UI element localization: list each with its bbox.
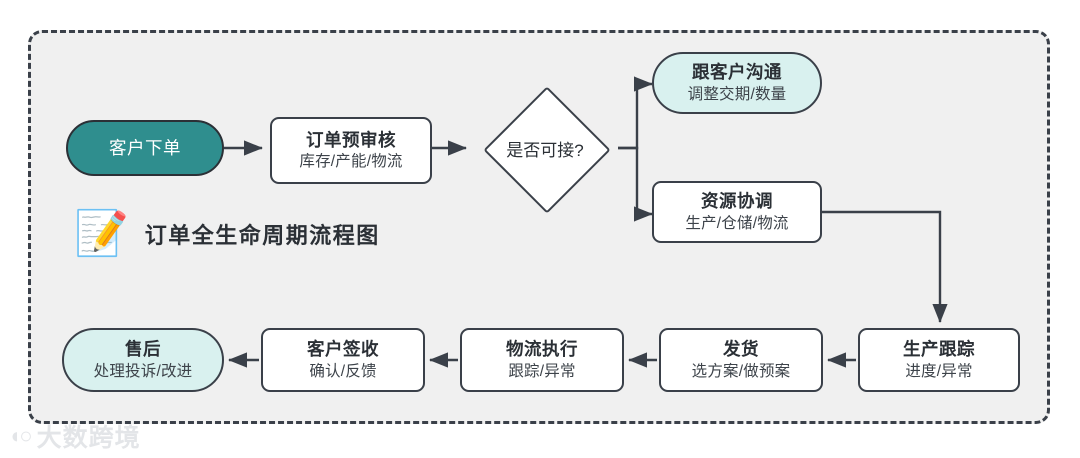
page-title: 订单全生命周期流程图 [144,223,380,248]
watermark-text: 大数跨境 [36,424,141,452]
brand-logo-icon: ◖○ [8,423,33,448]
node-communicate[interactable]: 跟客户沟通 调整交期/数量 [652,52,822,114]
node-logistics-sub: 跟踪/异常 [508,362,576,380]
node-resource[interactable]: 资源协调 生产/仓储/物流 [652,181,822,243]
watermark: ◖○ 大数跨境 [8,418,141,454]
node-signoff-sub: 确认/反馈 [309,362,377,380]
node-start[interactable]: 客户下单 [66,120,224,176]
node-start-title: 客户下单 [109,137,181,158]
node-resource-title: 资源协调 [701,191,773,212]
node-communicate-title: 跟客户沟通 [692,62,782,83]
node-aftersales[interactable]: 售后 处理投诉/改进 [62,328,224,392]
node-aftersales-title: 售后 [125,339,161,360]
node-decision-label: 是否可接? [506,140,584,160]
node-pre-audit-title: 订单预审核 [306,129,396,150]
node-signoff[interactable]: 客户签收 确认/反馈 [261,328,425,392]
node-signoff-title: 客户签收 [307,339,379,360]
node-pre-audit-sub: 库存/产能/物流 [299,153,403,171]
node-pre-audit[interactable]: 订单预审核 库存/产能/物流 [270,117,432,184]
node-production-sub: 进度/异常 [905,362,973,380]
node-shipping-title: 发货 [723,339,759,360]
node-decision[interactable]: 是否可接? [473,86,617,214]
node-resource-sub: 生产/仓储/物流 [685,214,789,232]
node-logistics[interactable]: 物流执行 跟踪/异常 [460,328,624,392]
node-shipping-sub: 选方案/做预案 [691,362,791,380]
node-production-title: 生产跟踪 [903,339,975,360]
node-production[interactable]: 生产跟踪 进度/异常 [858,328,1020,392]
node-shipping[interactable]: 发货 选方案/做预案 [659,328,823,392]
node-logistics-title: 物流执行 [506,339,578,360]
notepad-pencil-icon: 📝 [74,209,129,258]
node-aftersales-sub: 处理投诉/改进 [93,362,193,380]
diagram-title-block: 📝 订单全生命周期流程图 [74,212,380,256]
node-communicate-sub: 调整交期/数量 [687,85,787,103]
